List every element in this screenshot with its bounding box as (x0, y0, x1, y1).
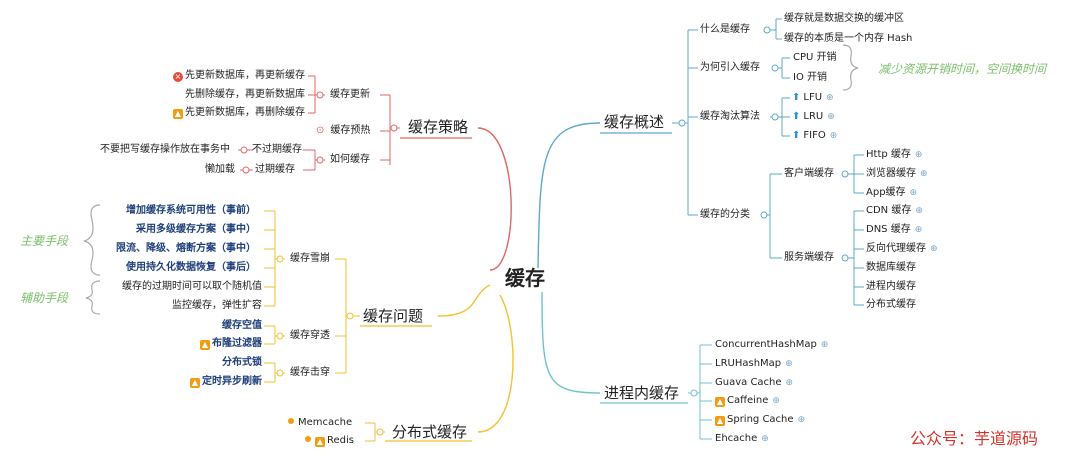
what-item-2[interactable]: 缓存的本质是一个内存 Hash (784, 33, 913, 44)
expand-icon[interactable]: ⊕ (797, 415, 806, 425)
expand-icon[interactable]: ⊕ (761, 434, 769, 444)
inproc-item-5[interactable]: ▲Spring Cache⊕ (715, 414, 806, 426)
line-inproc (541, 291, 601, 394)
expand-icon[interactable]: ⊕ (785, 359, 793, 369)
breakdown-item-1[interactable]: 分布式锁 (222, 357, 262, 368)
avalanche-item-4[interactable]: 使用持久化数据恢复（事后） (126, 262, 256, 273)
arrow-up-icon: ⬆ (792, 111, 801, 122)
fire-icon: ▲ (315, 437, 325, 447)
topic-strategy[interactable]: 缓存策略 (408, 118, 469, 136)
node-what[interactable]: 什么是缓存 (700, 24, 750, 35)
node-penetration[interactable]: 缓存穿透 (290, 330, 330, 341)
expand-icon[interactable]: ⊕ (909, 188, 918, 198)
error-icon: × (173, 72, 183, 82)
node-avalanche[interactable]: 缓存雪崩 (290, 253, 330, 264)
update-item-2[interactable]: 先删除缓存，再更新数据库 (185, 89, 305, 100)
expand-icon[interactable]: ⊕ (914, 225, 923, 235)
expand-icon[interactable]: ⊕ (826, 93, 834, 103)
node-breakdown[interactable]: 缓存击穿 (290, 367, 330, 378)
node-prewarm[interactable]: ⊙缓存预热 (316, 125, 371, 136)
node-client[interactable]: 客户端缓存 (784, 168, 834, 179)
inproc-item-4[interactable]: ▲Caffeine⊕ (715, 395, 780, 407)
avalanche-item-1[interactable]: 增加缓存系统可用性（事前） (126, 205, 256, 216)
evict-item-1[interactable]: ⬆LFU⊕ (792, 92, 834, 103)
inproc-item-3[interactable]: Guava Cache⊕ (715, 377, 794, 388)
dist-item-2[interactable]: ▲Redis (305, 435, 354, 447)
dist-item-1[interactable]: Memcache (288, 417, 352, 429)
evict-item-2[interactable]: ⬆LRU⊕ (792, 111, 835, 122)
arrow-up-icon: ⬆ (792, 130, 801, 141)
watermark: 公众号：芋道源码 (910, 429, 1039, 448)
expire-item[interactable]: 懒加载 (205, 164, 235, 175)
note-why: 减少资源开销时间，空间换时间 (878, 62, 1047, 76)
bullet-icon: ⊙ (316, 125, 325, 136)
fire-icon: ▲ (190, 378, 200, 388)
root-topic[interactable]: 缓存 (505, 266, 545, 290)
node-evict[interactable]: 缓存淘汰算法 (700, 111, 760, 122)
note-aux: 辅助手段 (20, 291, 69, 305)
node-category[interactable]: 缓存的分类 (700, 209, 750, 220)
penetration-item-1[interactable]: 缓存空值 (222, 320, 262, 331)
inproc-item-1[interactable]: ConcurrentHashMap⊕ (715, 339, 829, 350)
avalanche-item-6[interactable]: 监控缓存，弹性扩容 (172, 300, 262, 311)
breakdown-item-2[interactable]: ▲定时异步刷新 (190, 376, 262, 388)
expand-icon[interactable]: ⊕ (772, 396, 780, 406)
line-distributed (477, 294, 514, 433)
expand-icon[interactable]: ⊕ (915, 206, 923, 216)
client-item-2[interactable]: 浏览器缓存⊕ (866, 168, 928, 179)
topic-problems[interactable]: 缓存问题 (363, 307, 424, 325)
node-server[interactable]: 服务端缓存 (784, 252, 834, 263)
expand-icon[interactable]: ⊕ (827, 112, 835, 122)
no-expire-item[interactable]: 不要把写缓存操作放在事务中 (100, 144, 230, 155)
node-update[interactable]: 缓存更新 (330, 89, 370, 100)
inproc-item-2[interactable]: LRUHashMap⊕ (715, 358, 793, 369)
update-item-3[interactable]: ▲先更新数据库，再删除缓存 (173, 107, 305, 119)
expand-icon[interactable]: ⊕ (930, 244, 938, 254)
update-item-1[interactable]: ×先更新数据库，再更新缓存 (173, 70, 305, 82)
avalanche-item-5[interactable]: 缓存的过期时间可以取个随机值 (122, 281, 262, 292)
avalanche-item-3[interactable]: 限流、降级、熔断方案（事中） (116, 243, 256, 254)
penetration-item-2[interactable]: ▲布隆过滤器 (200, 338, 262, 350)
node-why[interactable]: 为何引入缓存 (700, 62, 760, 73)
inproc-item-6[interactable]: Ehcache⊕ (715, 433, 769, 444)
fire-icon: ▲ (715, 416, 725, 426)
expand-icon[interactable]: ⊕ (920, 169, 928, 179)
bullet-icon (288, 418, 294, 424)
node-how[interactable]: 如何缓存 (330, 154, 370, 165)
expand-icon[interactable]: ⊕ (785, 378, 794, 388)
node-no-expire[interactable]: 不过期缓存 (252, 144, 302, 155)
line-strategy (477, 127, 512, 271)
topic-inproc[interactable]: 进程内缓存 (604, 384, 680, 402)
evict-item-3[interactable]: ⬆FIFO⊕ (792, 130, 838, 141)
why-item-1[interactable]: CPU 开销 (793, 52, 837, 63)
why-item-2[interactable]: IO 开销 (793, 72, 827, 83)
server-item-2[interactable]: DNS 缓存⊕ (866, 224, 923, 235)
client-item-1[interactable]: Http 缓存⊕ (866, 149, 923, 160)
fire-icon: ▲ (173, 109, 183, 119)
avalanche-item-2[interactable]: 采用多级缓存方案（事中） (136, 224, 256, 235)
line-overview (537, 122, 601, 269)
note-main: 主要手段 (20, 234, 69, 248)
server-item-5[interactable]: 进程内缓存 (866, 281, 916, 292)
server-item-6[interactable]: 分布式缓存 (866, 299, 916, 310)
what-item-1[interactable]: 缓存就是数据交换的缓冲区 (784, 13, 904, 24)
expand-icon[interactable]: ⊕ (820, 340, 829, 350)
topic-overview[interactable]: 缓存概述 (604, 113, 665, 131)
server-item-1[interactable]: CDN 缓存⊕ (866, 205, 923, 216)
server-item-4[interactable]: 数据库缓存 (866, 262, 916, 273)
bullet-icon (305, 436, 311, 442)
fire-icon: ▲ (715, 397, 725, 407)
client-item-3[interactable]: App缓存⊕ (866, 187, 918, 198)
expand-icon[interactable]: ⊕ (914, 150, 923, 160)
line-problems (437, 284, 491, 317)
topic-distributed[interactable]: 分布式缓存 (392, 423, 468, 441)
node-expire[interactable]: 过期缓存 (255, 164, 295, 175)
expand-icon[interactable]: ⊕ (829, 131, 838, 141)
server-item-3[interactable]: 反向代理缓存⊕ (866, 243, 938, 254)
fire-icon: ▲ (200, 340, 210, 350)
arrow-up-icon: ⬆ (792, 92, 801, 103)
